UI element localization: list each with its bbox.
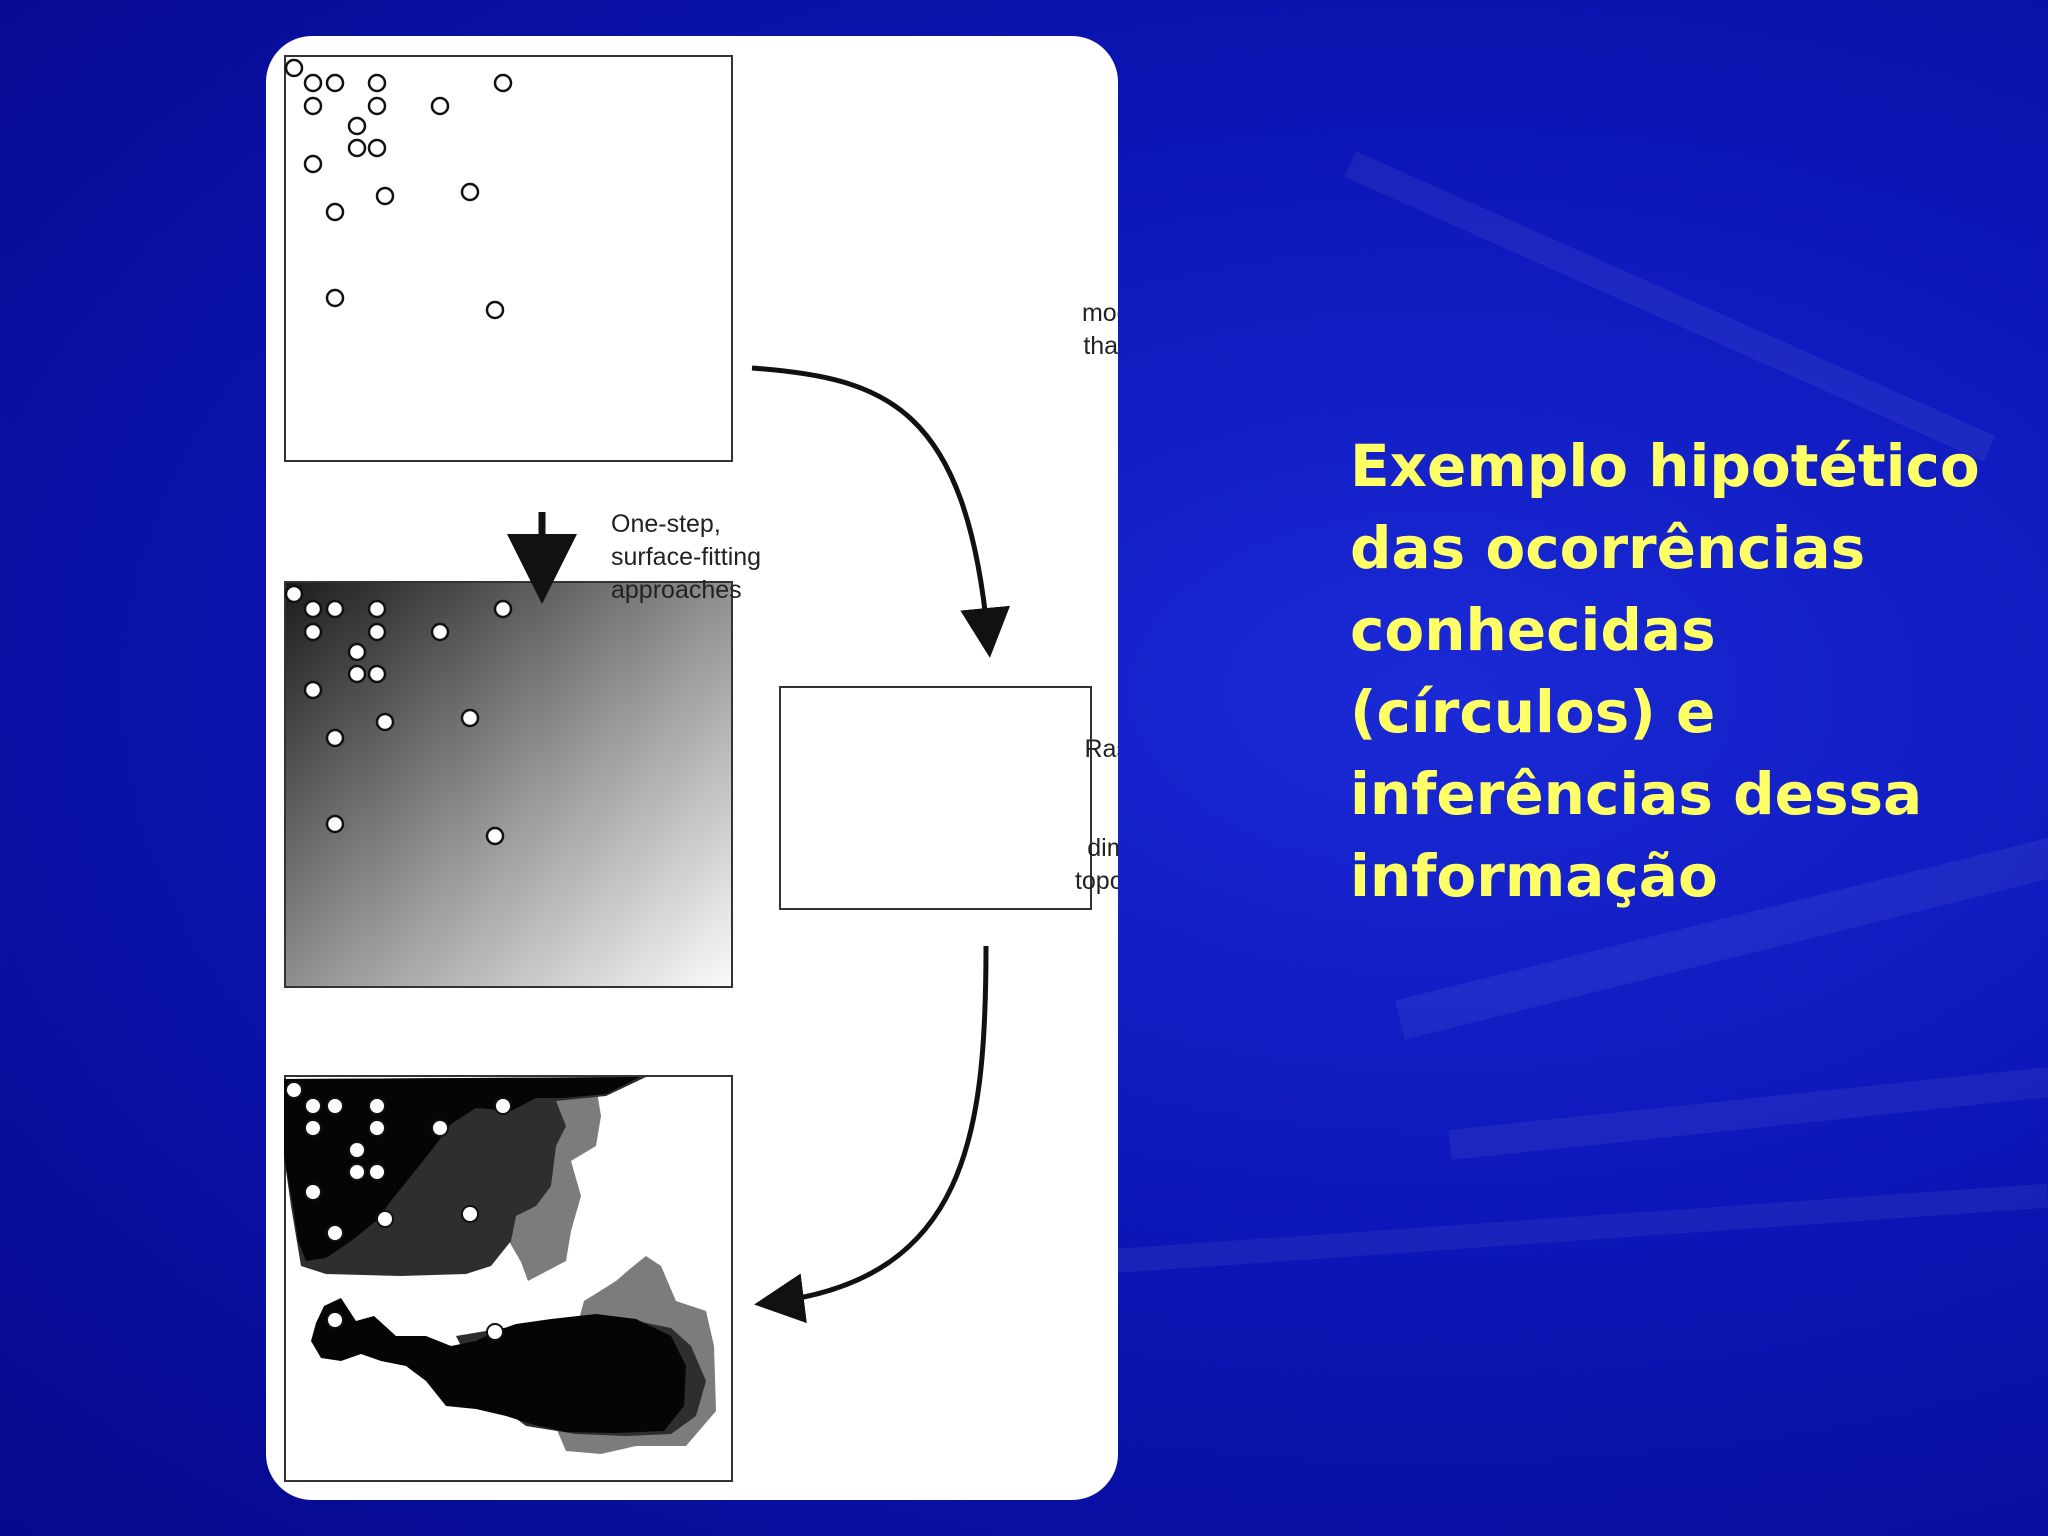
- occurrence-point: [348, 1163, 366, 1181]
- occurrence-points-surface: [284, 584, 513, 846]
- occurrence-point: [348, 1141, 366, 1159]
- label-ecologic-niche-modeling: Ecologic niche modeling approaches that …: [1081, 299, 1118, 360]
- occurrence-point: [368, 1097, 386, 1115]
- occurrence-points-map: [285, 1081, 512, 1341]
- occurrence-point: [326, 1224, 344, 1242]
- occurrence-point: [368, 1119, 386, 1137]
- occurrence-point: [304, 1097, 322, 1115]
- raster-gis-data-box: Raster GIS data sets describing environm…: [1074, 735, 1118, 895]
- occurrence-point: [493, 599, 513, 619]
- occurrence-point: [347, 116, 367, 136]
- arrow-to-raster: [751, 365, 1011, 658]
- occurrence-point: [431, 1119, 449, 1137]
- occurrence-point: [285, 1081, 303, 1099]
- occurrence-point: [284, 584, 304, 604]
- occurrence-point: [284, 58, 304, 78]
- occurrence-point: [326, 1097, 344, 1115]
- panel-surface-fit: [284, 581, 733, 988]
- occurrence-point: [485, 826, 505, 846]
- occurrence-point: [304, 1183, 322, 1201]
- region-black-lower: [311, 1298, 686, 1433]
- occurrence-point: [325, 599, 345, 619]
- occurrence-point: [325, 202, 345, 222]
- slide-title: Exemplo hipotético das ocorrências conhe…: [1350, 432, 1980, 910]
- occurrence-point: [461, 1205, 479, 1223]
- occurrence-point: [375, 712, 395, 732]
- occurrence-point: [325, 728, 345, 748]
- background-streak: [1344, 151, 1996, 462]
- occurrence-point: [493, 73, 513, 93]
- occurrence-point: [347, 138, 367, 158]
- panel-occurrences: [284, 55, 733, 462]
- occurrence-point: [367, 138, 387, 158]
- occurrence-point: [367, 622, 387, 642]
- occurrence-point: [303, 680, 323, 700]
- occurrence-point: [486, 1323, 504, 1341]
- occurrence-point: [460, 708, 480, 728]
- occurrence-point: [367, 664, 387, 684]
- raster-box-frame: [779, 686, 1092, 910]
- occurrence-points: [284, 58, 513, 320]
- occurrence-point: [347, 664, 367, 684]
- occurrence-point: [367, 599, 387, 619]
- occurrence-point: [347, 642, 367, 662]
- occurrence-point: [430, 96, 450, 116]
- background-streak: [1448, 1062, 2048, 1160]
- arrow-to-niche-map: [754, 945, 989, 1324]
- occurrence-point: [376, 1210, 394, 1228]
- occurrence-point: [430, 622, 450, 642]
- occurrence-point: [326, 1311, 344, 1329]
- occurrence-point: [303, 154, 323, 174]
- occurrence-point: [325, 73, 345, 93]
- occurrence-point: [303, 96, 323, 116]
- occurrence-point: [367, 96, 387, 116]
- occurrence-point: [485, 300, 505, 320]
- label-one-step-surface-fitting: One-step, surface-fitting approaches: [611, 510, 762, 604]
- occurrence-point: [304, 1119, 322, 1137]
- figure-diagram: [284, 55, 1092, 1482]
- occurrence-point: [303, 599, 323, 619]
- occurrence-point: [494, 1097, 512, 1115]
- occurrence-point: [368, 1163, 386, 1181]
- occurrence-point: [460, 182, 480, 202]
- occurrence-point: [375, 186, 395, 206]
- occurrence-point: [325, 288, 345, 308]
- occurrence-point: [303, 73, 323, 93]
- figure-card: Ecologic niche modeling approaches that …: [266, 36, 1118, 1500]
- background-streak: [1099, 1183, 2048, 1274]
- occurrence-point: [325, 814, 345, 834]
- occurrence-point: [367, 73, 387, 93]
- occurrence-point: [303, 622, 323, 642]
